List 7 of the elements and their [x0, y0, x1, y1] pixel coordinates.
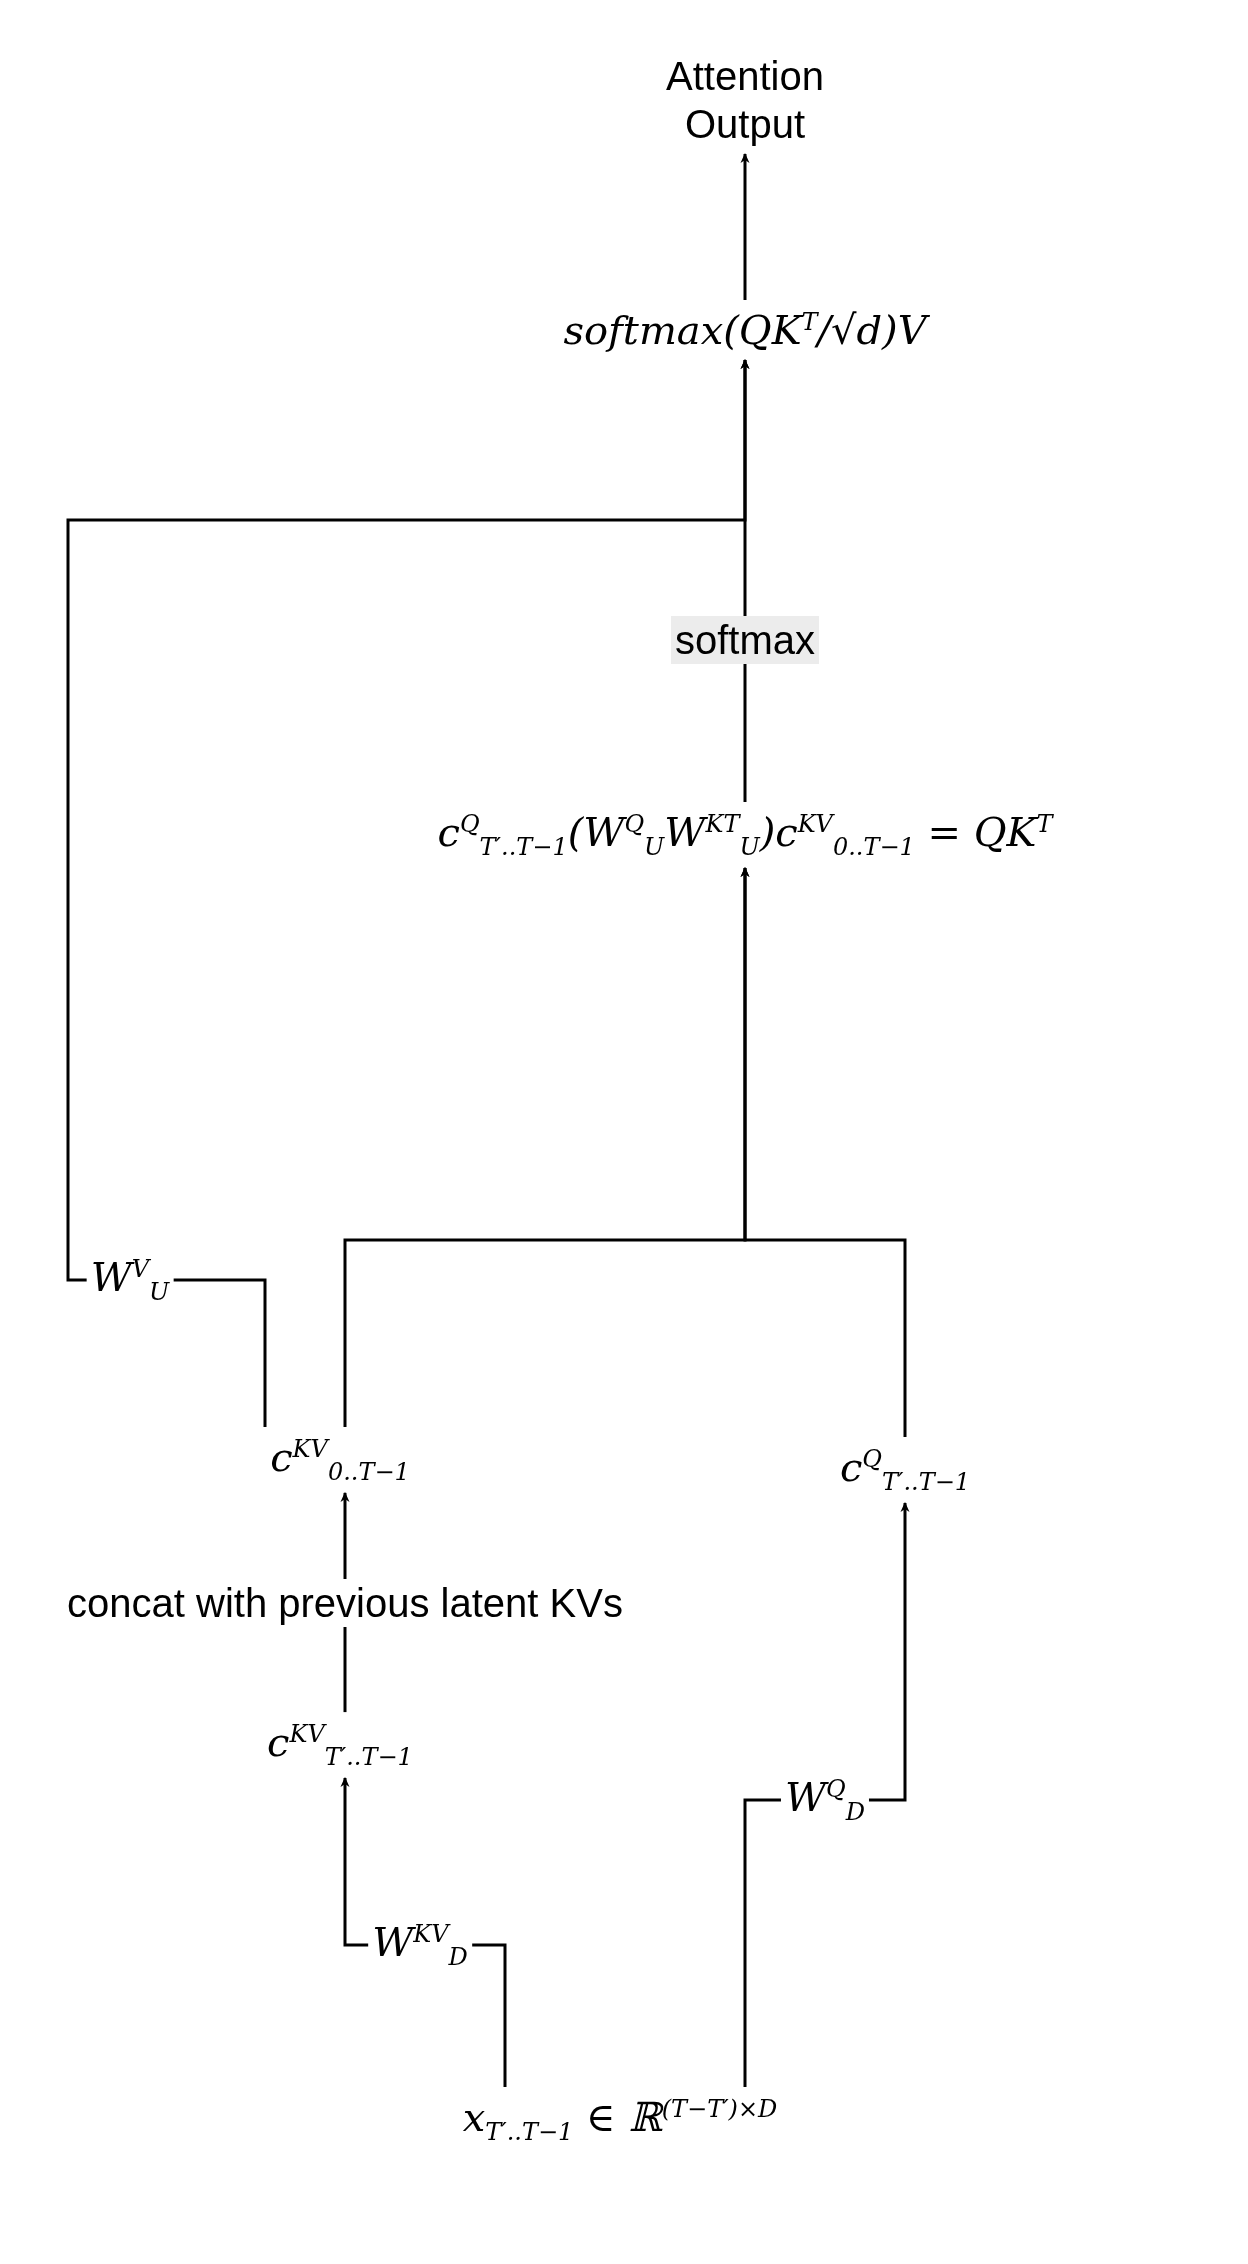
edge-label: softmax — [671, 616, 819, 664]
formula-label: c$^{Q}$$_{T′..T−1}$(W$^{Q}$$_{U}$W$^{KT}$$_{U}$)c$^{KV}$$_{0..T−1}$ = QK$^{T}$ — [437, 808, 1053, 862]
output-label: Attention Output — [645, 52, 845, 148]
arrow — [66, 359, 750, 1428]
arrow — [740, 866, 907, 1438]
arrow — [740, 153, 750, 300]
formula-label: x$_{T′..T−1}$ ∈ ℝ$^{(T−T′)×D}$ — [462, 2093, 778, 2147]
